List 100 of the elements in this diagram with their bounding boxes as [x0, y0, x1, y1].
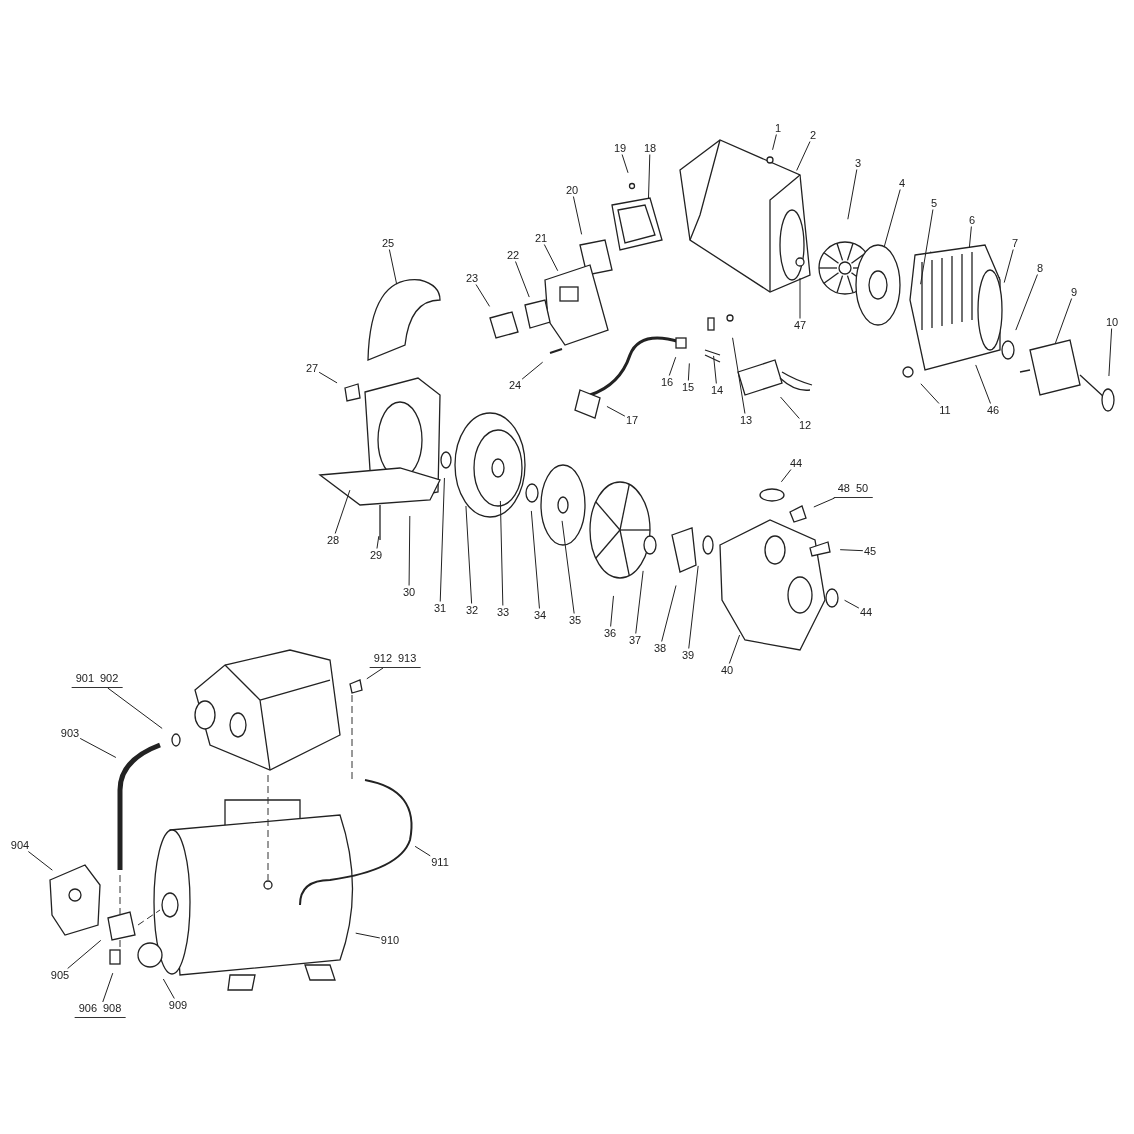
callout-number: 8 — [1035, 261, 1045, 275]
leader-line — [572, 196, 583, 235]
leader-line — [687, 362, 690, 381]
leader-line — [713, 355, 717, 384]
callout-group — [369, 652, 421, 668]
leader-line — [67, 939, 102, 969]
callout-number: 913 — [398, 653, 417, 664]
leader-line — [796, 141, 811, 171]
callout-number: 44 — [788, 456, 804, 470]
leader-line — [1054, 298, 1073, 344]
callout-number: 911 — [430, 855, 450, 869]
leader-line — [162, 978, 175, 999]
callout-number: 905 — [49, 968, 71, 982]
callout-number: 38 — [652, 641, 668, 655]
leader-line — [661, 585, 677, 642]
callout-number: 30 — [401, 585, 417, 599]
callout-number: 23 — [464, 271, 480, 285]
leader-line — [355, 932, 381, 939]
callout-number: 906 — [78, 1003, 97, 1014]
leader-line — [1108, 328, 1113, 377]
leader-line — [521, 361, 544, 380]
callout-number: 901 — [75, 673, 94, 684]
leader-line — [728, 634, 741, 664]
callout-number: 10 — [1104, 315, 1120, 329]
callout-number: 35 — [567, 613, 583, 627]
callout-number: 19 — [612, 141, 628, 155]
callout-number: 17 — [624, 413, 640, 427]
leader-line — [844, 599, 860, 609]
callout-number: 45 — [862, 544, 878, 558]
callout-group — [71, 672, 123, 688]
callout-number: 36 — [602, 626, 618, 640]
leader-line — [318, 371, 338, 384]
callout-group — [833, 482, 873, 498]
callout-number: 27 — [304, 361, 320, 375]
callout-number: 34 — [532, 608, 548, 622]
leader-line — [621, 154, 629, 174]
leader-line — [975, 364, 991, 404]
leader-line — [780, 469, 792, 483]
callout-number: 22 — [505, 248, 521, 262]
callout-number: 47 — [792, 318, 808, 332]
callout-number: 912 — [373, 653, 392, 664]
callout-number: 39 — [680, 648, 696, 662]
leader-line — [635, 570, 644, 634]
callout-number: 21 — [533, 231, 549, 245]
callout-number: 40 — [719, 663, 735, 677]
callout-number: 904 — [9, 838, 31, 852]
leader-line — [772, 134, 777, 151]
leader-line — [475, 284, 491, 307]
leader-line — [107, 687, 163, 729]
leader-line — [408, 515, 411, 586]
leader-line — [610, 595, 614, 627]
callout-number: 12 — [797, 418, 813, 432]
leader-line — [883, 189, 901, 248]
callout-number: 31 — [432, 601, 448, 615]
callout-number: 1 — [773, 121, 783, 135]
callout-number: 16 — [659, 375, 675, 389]
leader-line — [968, 226, 972, 249]
leader-line — [376, 535, 380, 549]
leader-line — [499, 500, 504, 606]
callout-number: 44 — [858, 605, 874, 619]
leader-line — [1015, 274, 1038, 331]
leader-line — [414, 845, 431, 857]
leader-line — [465, 505, 473, 604]
callout-number: 908 — [103, 1003, 122, 1014]
callout-number: 3 — [853, 156, 863, 170]
callout-number: 910 — [379, 933, 401, 947]
leader-line — [688, 565, 699, 649]
callout-number: 28 — [325, 533, 341, 547]
callout-number: 13 — [738, 413, 754, 427]
callout-number: 20 — [564, 183, 580, 197]
leader-line — [79, 737, 117, 758]
callout-number: 25 — [380, 236, 396, 250]
leader-line — [530, 510, 540, 609]
leader-line — [799, 277, 801, 319]
callout-number: 5 — [929, 196, 939, 210]
callout-number: 29 — [368, 548, 384, 562]
callout-group — [74, 1002, 126, 1018]
leader-line — [27, 851, 53, 871]
callout-number: 7 — [1010, 236, 1020, 250]
leader-line — [813, 497, 836, 508]
leader-line — [847, 169, 858, 220]
callout-number: 50 — [856, 483, 869, 494]
callout-number: 15 — [680, 380, 696, 394]
leader-line — [561, 520, 575, 614]
leader-line — [515, 261, 530, 298]
callout-number: 2 — [808, 128, 818, 142]
leader-line — [1003, 249, 1014, 284]
leader-line — [648, 154, 651, 200]
callout-number: 4 — [897, 176, 907, 190]
leader-line — [920, 383, 940, 404]
leader-line — [102, 972, 114, 1003]
callout-number: 48 — [837, 483, 850, 494]
callout-number: 37 — [627, 633, 643, 647]
leader-line — [334, 489, 351, 534]
leader-line — [543, 244, 559, 272]
callout-number: 903 — [59, 726, 81, 740]
leader-line — [839, 549, 864, 552]
callout-number: 33 — [495, 605, 511, 619]
leader-line — [920, 209, 934, 285]
leader-line — [732, 337, 746, 414]
